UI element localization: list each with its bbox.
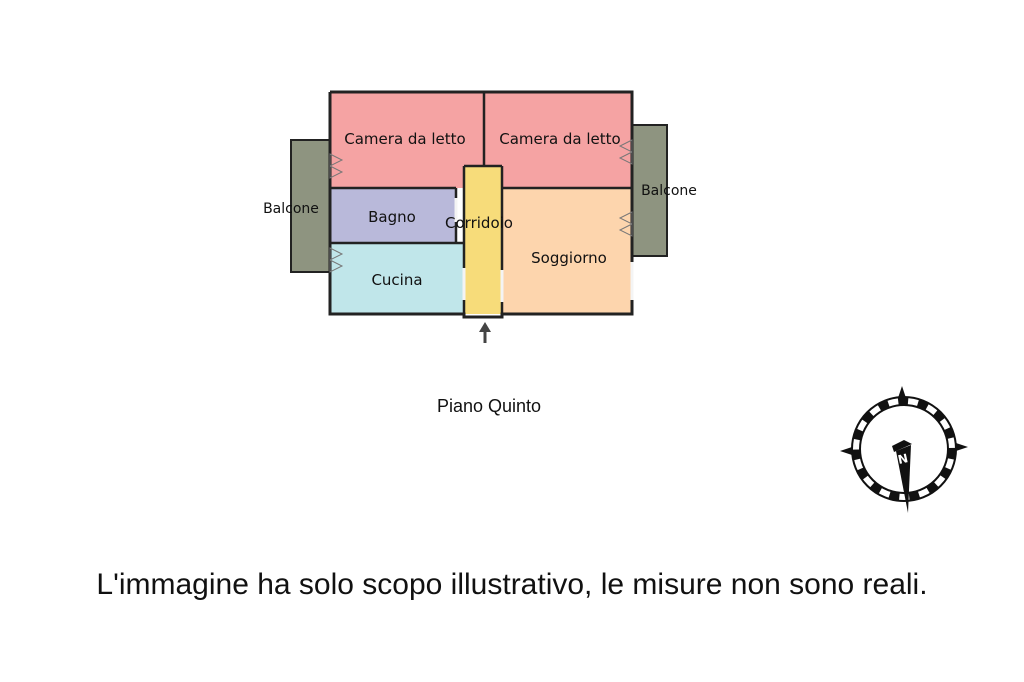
- room-label-bedroom-left: Camera da letto: [344, 130, 465, 148]
- living-room-area: [502, 188, 632, 314]
- bathroom-area: [330, 188, 456, 243]
- outer-wall: [328, 90, 634, 319]
- disclaimer-text: L'immagine ha solo scopo illustrativo, l…: [96, 568, 928, 601]
- corridor-area: [464, 166, 502, 314]
- bedroom-right-area: [484, 92, 632, 188]
- up-arrow-icon: [479, 322, 491, 343]
- room-label-balcony-left: Balcone: [263, 201, 319, 217]
- balcony-left-area: [290, 139, 331, 273]
- room-label-corridor: Corridoio: [445, 214, 513, 232]
- compass-north-label: N: [897, 451, 910, 467]
- kitchen-area: [330, 243, 464, 314]
- floor-name-label: Piano Quinto: [436, 396, 542, 416]
- room-label-bathroom: Bagno: [368, 208, 416, 226]
- compass-icon: N: [840, 386, 968, 513]
- door-swing-icons: [329, 139, 633, 273]
- room-label-balcony-right: Balcone: [641, 183, 697, 199]
- room-label-kitchen: Cucina: [371, 271, 422, 289]
- balcony-right-area: [631, 124, 668, 257]
- room-label-bedroom-right: Camera da letto: [499, 130, 620, 148]
- door-openings: [454, 198, 634, 302]
- room-label-living-room: Soggiorno: [531, 249, 607, 267]
- bedroom-left-area: [330, 92, 484, 188]
